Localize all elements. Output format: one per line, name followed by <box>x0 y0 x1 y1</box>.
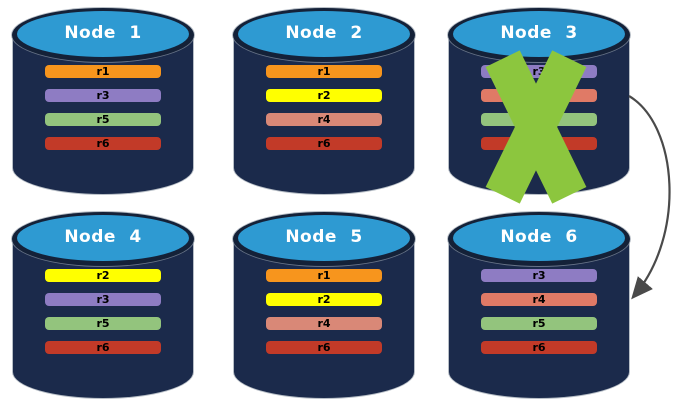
node-1: Node 1 r1 r3 r5 r6 <box>12 8 194 194</box>
node-6: Node 6 r3 r4 r5 r6 <box>448 212 630 398</box>
node-title: Node 6 <box>500 227 578 247</box>
replica-bar: r6 <box>266 341 382 354</box>
replica-bar: r1 <box>266 65 382 78</box>
node-title: Node 3 <box>500 23 578 43</box>
cylinder-top-face <box>453 215 625 261</box>
replica-bar: r4 <box>266 113 382 126</box>
replica-bar: r5 <box>481 317 597 330</box>
node-title: Node 4 <box>64 227 142 247</box>
replica-bar: r2 <box>266 293 382 306</box>
node-title: Node 1 <box>64 23 142 43</box>
replica-bar: r5 <box>45 113 161 126</box>
replica-bar: r2 <box>45 269 161 282</box>
node-2: Node 2 r1 r2 r4 r6 <box>233 8 415 194</box>
node-5: Node 5 r1 r2 r4 r6 <box>233 212 415 398</box>
cylinder-top-face <box>17 11 189 57</box>
node-title: Node 2 <box>285 23 363 43</box>
replica-bar: r2 <box>266 89 382 102</box>
replica-bar: r4 <box>481 293 597 306</box>
replica-bar: r6 <box>481 341 597 354</box>
replica-bar: r6 <box>45 137 161 150</box>
replica-bar: r4 <box>266 317 382 330</box>
node-4: Node 4 r2 r3 r5 r6 <box>12 212 194 398</box>
node-title: Node 5 <box>285 227 363 247</box>
replica-bar: r1 <box>266 269 382 282</box>
cylinder-top-face <box>238 215 410 261</box>
replica-bar: r5 <box>45 317 161 330</box>
cylinder-top-face <box>17 215 189 261</box>
replica-bar: r1 <box>45 65 161 78</box>
replica-bar: r6 <box>266 137 382 150</box>
cylinder-top-face <box>453 11 625 57</box>
replica-bar: r3 <box>45 293 161 306</box>
replica-bar: r6 <box>45 341 161 354</box>
cylinder-top-face <box>238 11 410 57</box>
replica-bar: r3 <box>481 269 597 282</box>
arrow-path <box>628 95 671 300</box>
replica-bar: r3 <box>45 89 161 102</box>
failure-x-icon <box>481 50 591 204</box>
